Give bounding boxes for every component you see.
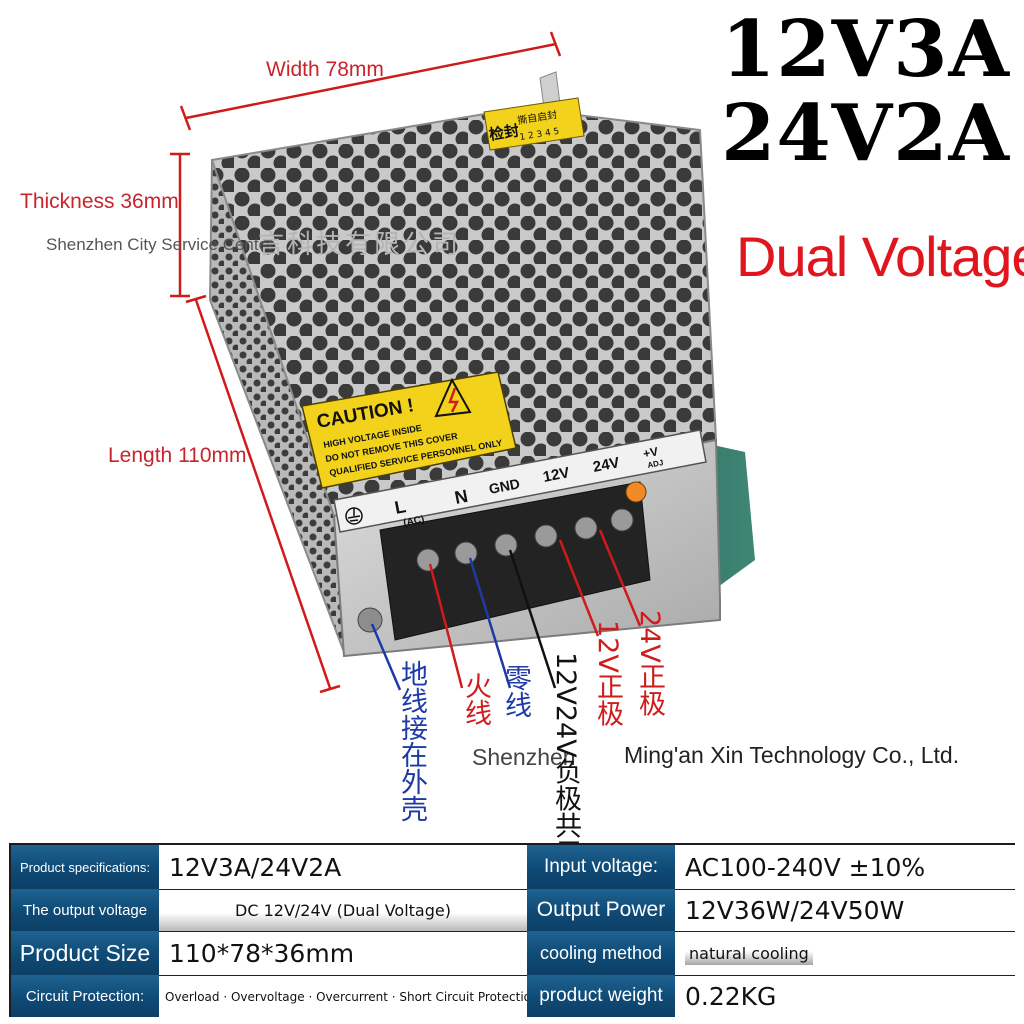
terminal-label-plusv: +V <box>642 444 659 461</box>
terminal-label-n: N <box>453 486 470 508</box>
spec-value-cooling-method-text: natural cooling <box>685 942 813 965</box>
headline: 12V3A 24V2A <box>700 8 1010 176</box>
spec-value-circuit-protection: Overload · Overvoltage · Overcurrent · S… <box>159 975 527 1017</box>
dimension-width: Width 78mm <box>266 58 384 81</box>
headline-subtitle: Dual Voltage <box>736 225 1024 288</box>
terminal-label-gnd: GND <box>488 475 522 497</box>
terminal-label-12v: 12V <box>542 464 571 486</box>
dimension-length: Length 110mm <box>108 444 247 467</box>
terminal-label-24v: 24V <box>592 454 621 476</box>
power-supply-illustration: CAUTION ! HIGH VOLTAGE INSIDE DO NOT REM… <box>170 31 755 694</box>
callout-24v-positive: 24V正极 <box>634 610 665 717</box>
spec-table: Product specifications: 12V3A/24V2A Inpu… <box>9 843 1015 1017</box>
spec-label-input-voltage: Input voltage: <box>527 845 675 889</box>
callout-common-negative: 12V24V负极共用 <box>550 652 581 866</box>
spec-value-specifications: 12V3A/24V2A <box>159 845 527 889</box>
terminal-label-strip <box>333 429 707 533</box>
spec-label-output-voltage: The output voltage <box>11 889 159 931</box>
watermark-top: Shenzhen City Service Center <box>46 235 274 254</box>
seal-cjk: 检封 <box>488 121 520 143</box>
ground-symbol-icon <box>345 507 363 525</box>
spec-value-product-size: 110*78*36mm <box>159 931 527 975</box>
spec-label-specifications: Product specifications: <box>11 845 159 889</box>
watermark-top-cjk-text: 言科技有限公司 <box>258 229 462 259</box>
watermark-bottom-left: Shenzhen <box>472 744 576 770</box>
callout-neutral: 零线 <box>500 664 531 718</box>
spec-label-product-weight: product weight <box>527 975 675 1017</box>
callout-ground: 地线接在外壳 <box>396 660 427 822</box>
spec-label-output-power: Output Power <box>527 889 675 931</box>
spec-label-cooling-method: cooling method <box>527 931 675 975</box>
spec-label-circuit-protection: Circuit Protection: <box>11 975 159 1017</box>
spec-value-input-voltage: AC100-240V ±10% <box>675 845 1015 889</box>
dimension-thickness: Thickness 36mm <box>20 190 179 213</box>
spec-value-output-power: 12V36W/24V50W <box>675 889 1015 931</box>
spec-label-product-size: Product Size <box>11 931 159 975</box>
headline-line-1: 12V3A <box>721 4 1010 95</box>
lightning-icon <box>448 387 460 413</box>
spec-value-output-voltage: DC 12V/24V (Dual Voltage) <box>159 889 527 931</box>
spec-value-product-weight: 0.22KG <box>675 975 1015 1017</box>
callout-live: 火线 <box>460 672 491 726</box>
spec-value-cooling-method: natural cooling <box>675 931 1015 975</box>
watermark-top-cjk: 言科技有限公司 <box>258 224 461 261</box>
dimension-lines <box>170 31 562 694</box>
terminal-label-adj: ADJ <box>647 458 664 470</box>
watermark-bottom-right: Ming'an Xin Technology Co., Ltd. <box>624 742 960 768</box>
callout-12v-positive: 12V正极 <box>592 620 623 727</box>
terminal-label-l: L <box>393 496 408 518</box>
headline-line-2: 24V2A <box>721 88 1010 179</box>
terminal-label-ac: (AC) <box>402 514 425 529</box>
seal-sticker <box>483 97 585 151</box>
